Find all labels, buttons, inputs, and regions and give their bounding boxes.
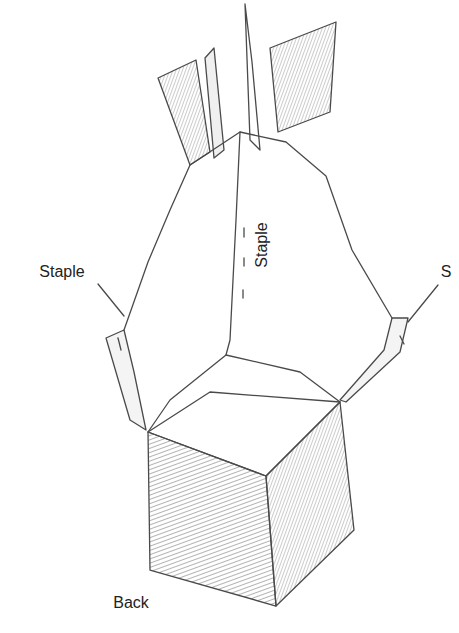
- side-flap: [340, 318, 408, 402]
- box-side: [148, 432, 276, 606]
- part-label: Staple: [254, 222, 270, 267]
- part-label: S: [441, 264, 452, 280]
- box-side: [266, 402, 354, 606]
- part-label: Staple: [39, 264, 84, 280]
- top-flap: [205, 48, 224, 158]
- leader-line: [98, 284, 124, 316]
- staple-mark: [400, 336, 404, 344]
- body-outline: [124, 165, 190, 330]
- side-flap: [106, 330, 146, 430]
- leader-line: [408, 285, 438, 322]
- top-flap: [158, 60, 210, 165]
- staple-mark: [118, 338, 121, 350]
- staple-mark: [243, 258, 244, 266]
- center-crease: [226, 132, 240, 355]
- view-label: Back: [113, 595, 149, 611]
- staple-mark: [243, 228, 244, 237]
- body-outline: [190, 132, 392, 318]
- top-flap: [245, 4, 260, 150]
- staple-mark: [242, 290, 243, 298]
- top-flap: [270, 22, 336, 132]
